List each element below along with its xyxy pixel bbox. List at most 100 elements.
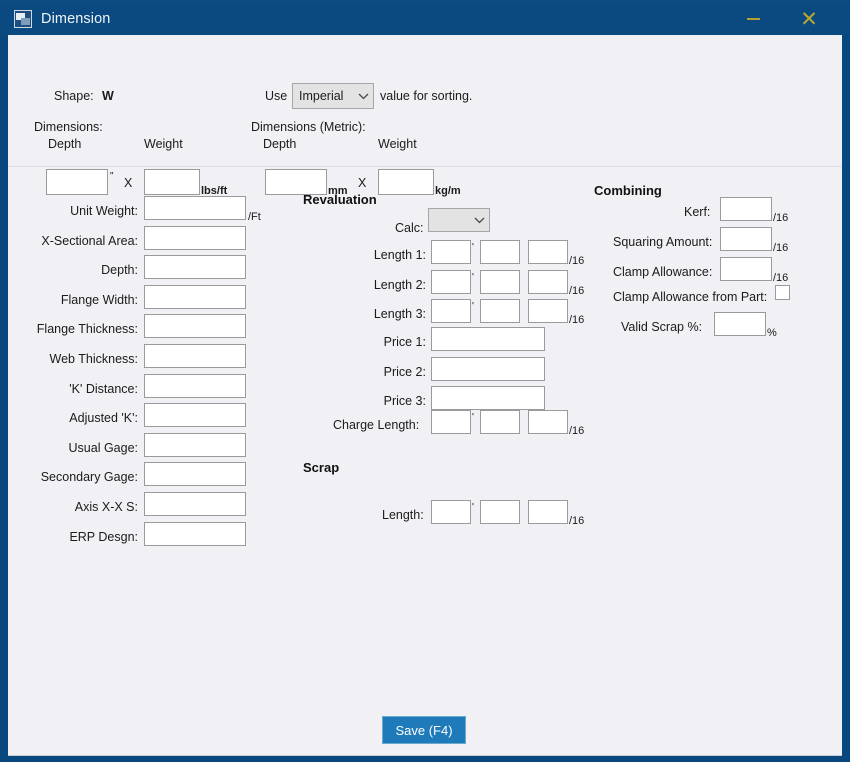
combining-title: Combining <box>594 183 662 198</box>
length-label: Length 1: <box>373 248 426 262</box>
kerf-input[interactable] <box>720 197 772 221</box>
kg-per-m-suffix: kg/m <box>435 185 461 197</box>
property-input[interactable] <box>144 314 246 339</box>
squaring-amount-suffix: /16 <box>773 242 789 254</box>
title-bar[interactable]: Dimension ✕ <box>0 3 850 35</box>
shape-value: W <box>102 89 114 103</box>
unit-system-select[interactable]: Imperial <box>292 83 374 109</box>
kerf-label: Kerf: <box>684 205 711 219</box>
property-label: Adjusted 'K': <box>69 411 138 426</box>
length-sixteenths-input[interactable] <box>528 299 568 323</box>
depth-input[interactable] <box>46 169 108 195</box>
mm-suffix: mm <box>328 185 348 197</box>
clamp-allowance-from-part-label: Clamp Allowance from Part: <box>613 290 768 304</box>
scrap-length-foot-mark: ' <box>472 502 474 513</box>
property-input[interactable] <box>144 432 246 457</box>
app-icon <box>14 10 32 28</box>
charge-length-foot-mark: ' <box>472 412 474 423</box>
property-label: Flange Width: <box>60 292 138 307</box>
scrap-length-feet-input[interactable] <box>431 500 471 524</box>
use-label: Use <box>265 89 288 103</box>
clamp-allowance-input[interactable] <box>720 257 772 281</box>
length-feet-input[interactable] <box>431 269 471 294</box>
price-input[interactable] <box>431 327 545 351</box>
property-input[interactable] <box>144 492 246 516</box>
property-input[interactable] <box>144 521 246 546</box>
price-input[interactable] <box>431 356 545 381</box>
property-input[interactable] <box>144 462 246 487</box>
weight-input[interactable] <box>144 169 200 195</box>
property-input[interactable] <box>144 255 246 280</box>
shape-label: Shape: <box>54 89 94 103</box>
charge-length-feet-input[interactable] <box>431 410 471 434</box>
property-label: Flange Thickness: <box>36 322 138 337</box>
dimensions-label: Dimensions: <box>34 120 103 134</box>
scrap-length-inches-input[interactable] <box>480 500 520 524</box>
length-foot-mark: ' <box>472 271 474 283</box>
price-label: Price 3: <box>383 394 426 408</box>
lbs-per-ft-suffix: lbs/ft <box>201 185 228 197</box>
weight-metric-input[interactable] <box>378 169 434 195</box>
window-title: Dimension <box>41 11 111 27</box>
chevron-down-icon <box>353 93 373 100</box>
dimensions-metric-label: Dimensions (Metric): <box>251 120 366 134</box>
property-input[interactable] <box>144 196 246 220</box>
depth-metric-input[interactable] <box>265 169 327 195</box>
property-label: Unit Weight: <box>70 204 138 218</box>
length-inches-input[interactable] <box>480 240 520 264</box>
length-sixteenths-input[interactable] <box>528 240 568 264</box>
squaring-amount-label: Squaring Amount: <box>613 235 713 249</box>
close-button[interactable]: ✕ <box>786 3 832 35</box>
length-inches-input[interactable] <box>480 269 520 294</box>
property-label: Usual Gage: <box>68 440 138 455</box>
length-inches-input[interactable] <box>480 299 520 323</box>
property-label: ERP Desgn: <box>69 529 138 544</box>
depth-column-label: Depth <box>48 137 82 151</box>
length-feet-input[interactable] <box>431 299 471 323</box>
scrap-length-sixteenths-input[interactable] <box>528 500 568 524</box>
unit-system-value: Imperial <box>299 89 344 103</box>
scrap-title: Scrap <box>303 460 340 475</box>
property-suffix: /Ft <box>248 211 261 223</box>
header-panel: Shape: W Use Imperial value for sorting.… <box>8 35 842 197</box>
squaring-amount-input[interactable] <box>720 227 772 251</box>
scrap-length-label: Length: <box>382 508 424 522</box>
property-input[interactable] <box>144 344 246 368</box>
property-label: X-Sectional Area: <box>41 233 138 248</box>
property-input[interactable] <box>144 373 246 398</box>
depth-metric-column-label: Depth <box>263 137 297 151</box>
client-area: Shape: W Use Imperial value for sorting.… <box>8 35 842 756</box>
valid-scrap-pct-suffix: % <box>767 327 777 339</box>
close-icon: ✕ <box>800 6 818 31</box>
price-input[interactable] <box>431 386 545 410</box>
length-foot-mark: ' <box>472 242 474 253</box>
property-input[interactable] <box>144 284 246 309</box>
property-label: Web Thickness: <box>49 352 138 366</box>
charge-length-suffix: /16 <box>569 425 585 437</box>
length-suffix: /16 <box>569 284 585 297</box>
property-input[interactable] <box>144 403 246 428</box>
minimize-button[interactable] <box>730 3 776 35</box>
inch-suffix: " <box>110 171 114 182</box>
charge-length-label: Charge Length: <box>333 418 420 432</box>
length-sixteenths-input[interactable] <box>528 269 568 294</box>
minimize-icon <box>746 18 760 20</box>
calc-select[interactable] <box>428 208 490 232</box>
length-feet-input[interactable] <box>431 240 471 264</box>
length-suffix: /16 <box>569 255 585 267</box>
length-foot-mark: ' <box>472 301 474 312</box>
charge-length-sixteenths-input[interactable] <box>528 410 568 434</box>
save-button[interactable]: Save (F4) <box>382 716 466 744</box>
property-label: Depth: <box>101 263 138 278</box>
valid-scrap-pct-input[interactable] <box>714 312 766 336</box>
weight-column-label: Weight <box>144 137 183 151</box>
property-input[interactable] <box>144 225 246 250</box>
revaluation-title: Revaluation <box>303 192 377 207</box>
charge-length-inches-input[interactable] <box>480 410 520 434</box>
property-label: 'K' Distance: <box>69 381 138 396</box>
weight-metric-column-label: Weight <box>378 137 417 151</box>
clamp-allowance-from-part-checkbox[interactable] <box>775 285 790 300</box>
clamp-allowance-suffix: /16 <box>773 272 789 284</box>
clamp-allowance-label: Clamp Allowance: <box>613 265 713 279</box>
